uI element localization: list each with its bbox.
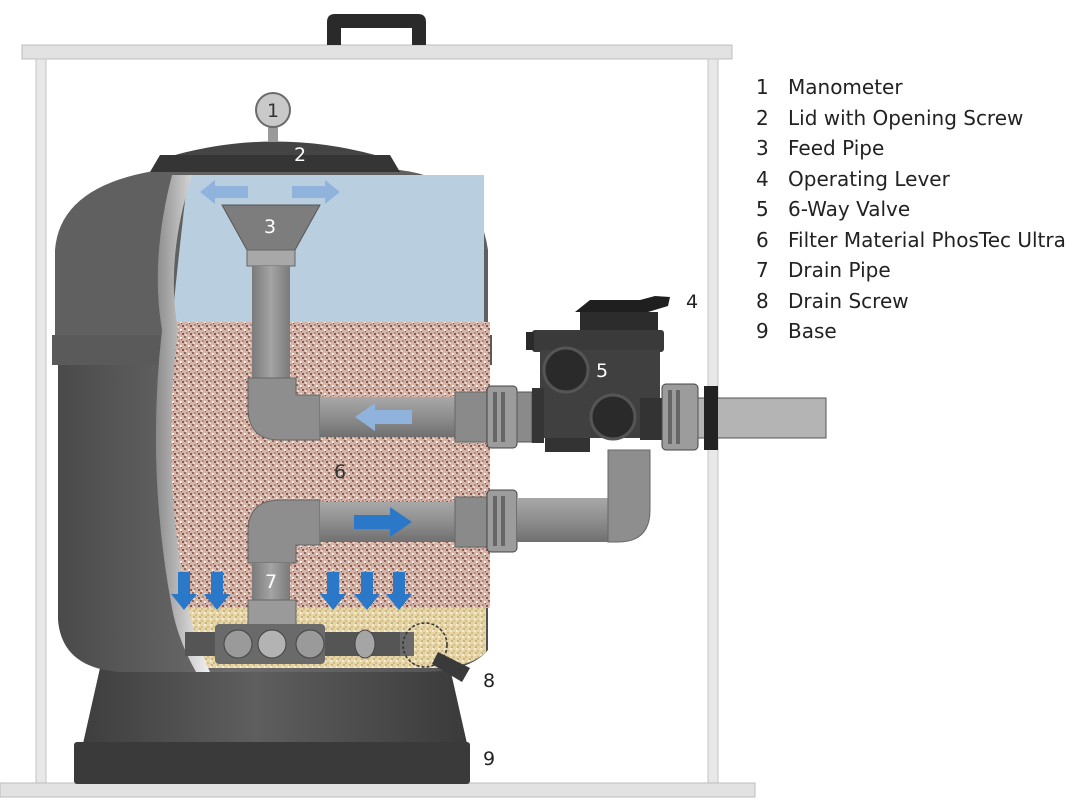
legend-item: 3 Feed Pipe xyxy=(756,133,1066,164)
pipe-unions xyxy=(486,385,651,553)
callout-manometer: 1 xyxy=(267,100,279,122)
legend-item: 1 Manometer xyxy=(756,72,1066,103)
callout-filter-material: 6 xyxy=(334,461,346,483)
flow-arrows xyxy=(171,180,412,610)
legend-number: 8 xyxy=(756,288,769,313)
callout-lid: 2 xyxy=(294,144,306,166)
flow-arrow-outlet xyxy=(354,507,412,537)
legend-item: 4 Operating Lever xyxy=(756,164,1066,195)
callout-feed-pipe: 3 xyxy=(264,216,276,238)
drain-pipe xyxy=(185,496,491,664)
legend-number: 5 xyxy=(756,197,769,221)
callout-drain-screw: 8 xyxy=(483,670,495,692)
legend-label: Lid with Opening Screw xyxy=(788,105,1024,130)
flow-arrows-down xyxy=(171,572,412,610)
legend-label: Drain Screw xyxy=(788,288,909,313)
callout-valve: 5 xyxy=(596,360,608,382)
legend-label: Operating Lever xyxy=(788,166,950,191)
legend-number: 3 xyxy=(756,136,769,160)
flow-arrow-right xyxy=(292,180,340,204)
legend-label: Base xyxy=(788,319,837,343)
legend-number: 1 xyxy=(756,75,769,99)
legend-item: 6 Filter Material PhosTec Ultra xyxy=(756,225,1066,256)
legend-item: 7 Drain Pipe xyxy=(756,255,1066,286)
manometer xyxy=(255,92,291,142)
legend-number: 4 xyxy=(756,166,769,191)
legend-number: 2 xyxy=(756,105,769,130)
legend-label: Manometer xyxy=(788,75,903,99)
legend-label: Drain Pipe xyxy=(788,258,891,282)
callout-base: 9 xyxy=(483,748,495,770)
callout-drain-pipe: 7 xyxy=(265,571,277,593)
lid-with-screw xyxy=(150,141,400,172)
legend-number: 7 xyxy=(756,258,769,282)
legend-label: 6-Way Valve xyxy=(788,197,911,221)
legend: 1 Manometer 2 Lid with Opening Screw 3 Feed… xyxy=(756,72,1066,347)
legend-item: 8 Drain Screw xyxy=(756,286,1066,317)
flow-arrow-left xyxy=(200,180,248,204)
base xyxy=(74,668,470,784)
legend-number: 9 xyxy=(756,319,769,343)
legend-item: 5 6-Way Valve xyxy=(756,194,1066,225)
callout-operating-lever: 4 xyxy=(686,291,698,313)
callouts: 1 2 3 4 5 6 7 8 9 xyxy=(264,100,698,770)
six-way-valve xyxy=(526,296,827,452)
flow-arrow-inlet xyxy=(355,403,412,431)
legend-number: 6 xyxy=(756,227,769,252)
legend-label: Feed Pipe xyxy=(788,136,885,160)
legend-item: 2 Lid with Opening Screw xyxy=(756,103,1066,134)
feed-pipe xyxy=(221,204,491,443)
drain-screw xyxy=(402,622,470,682)
legend-label: Filter Material PhosTec Ultra xyxy=(788,227,1066,252)
legend-item: 9 Base xyxy=(756,316,1066,347)
